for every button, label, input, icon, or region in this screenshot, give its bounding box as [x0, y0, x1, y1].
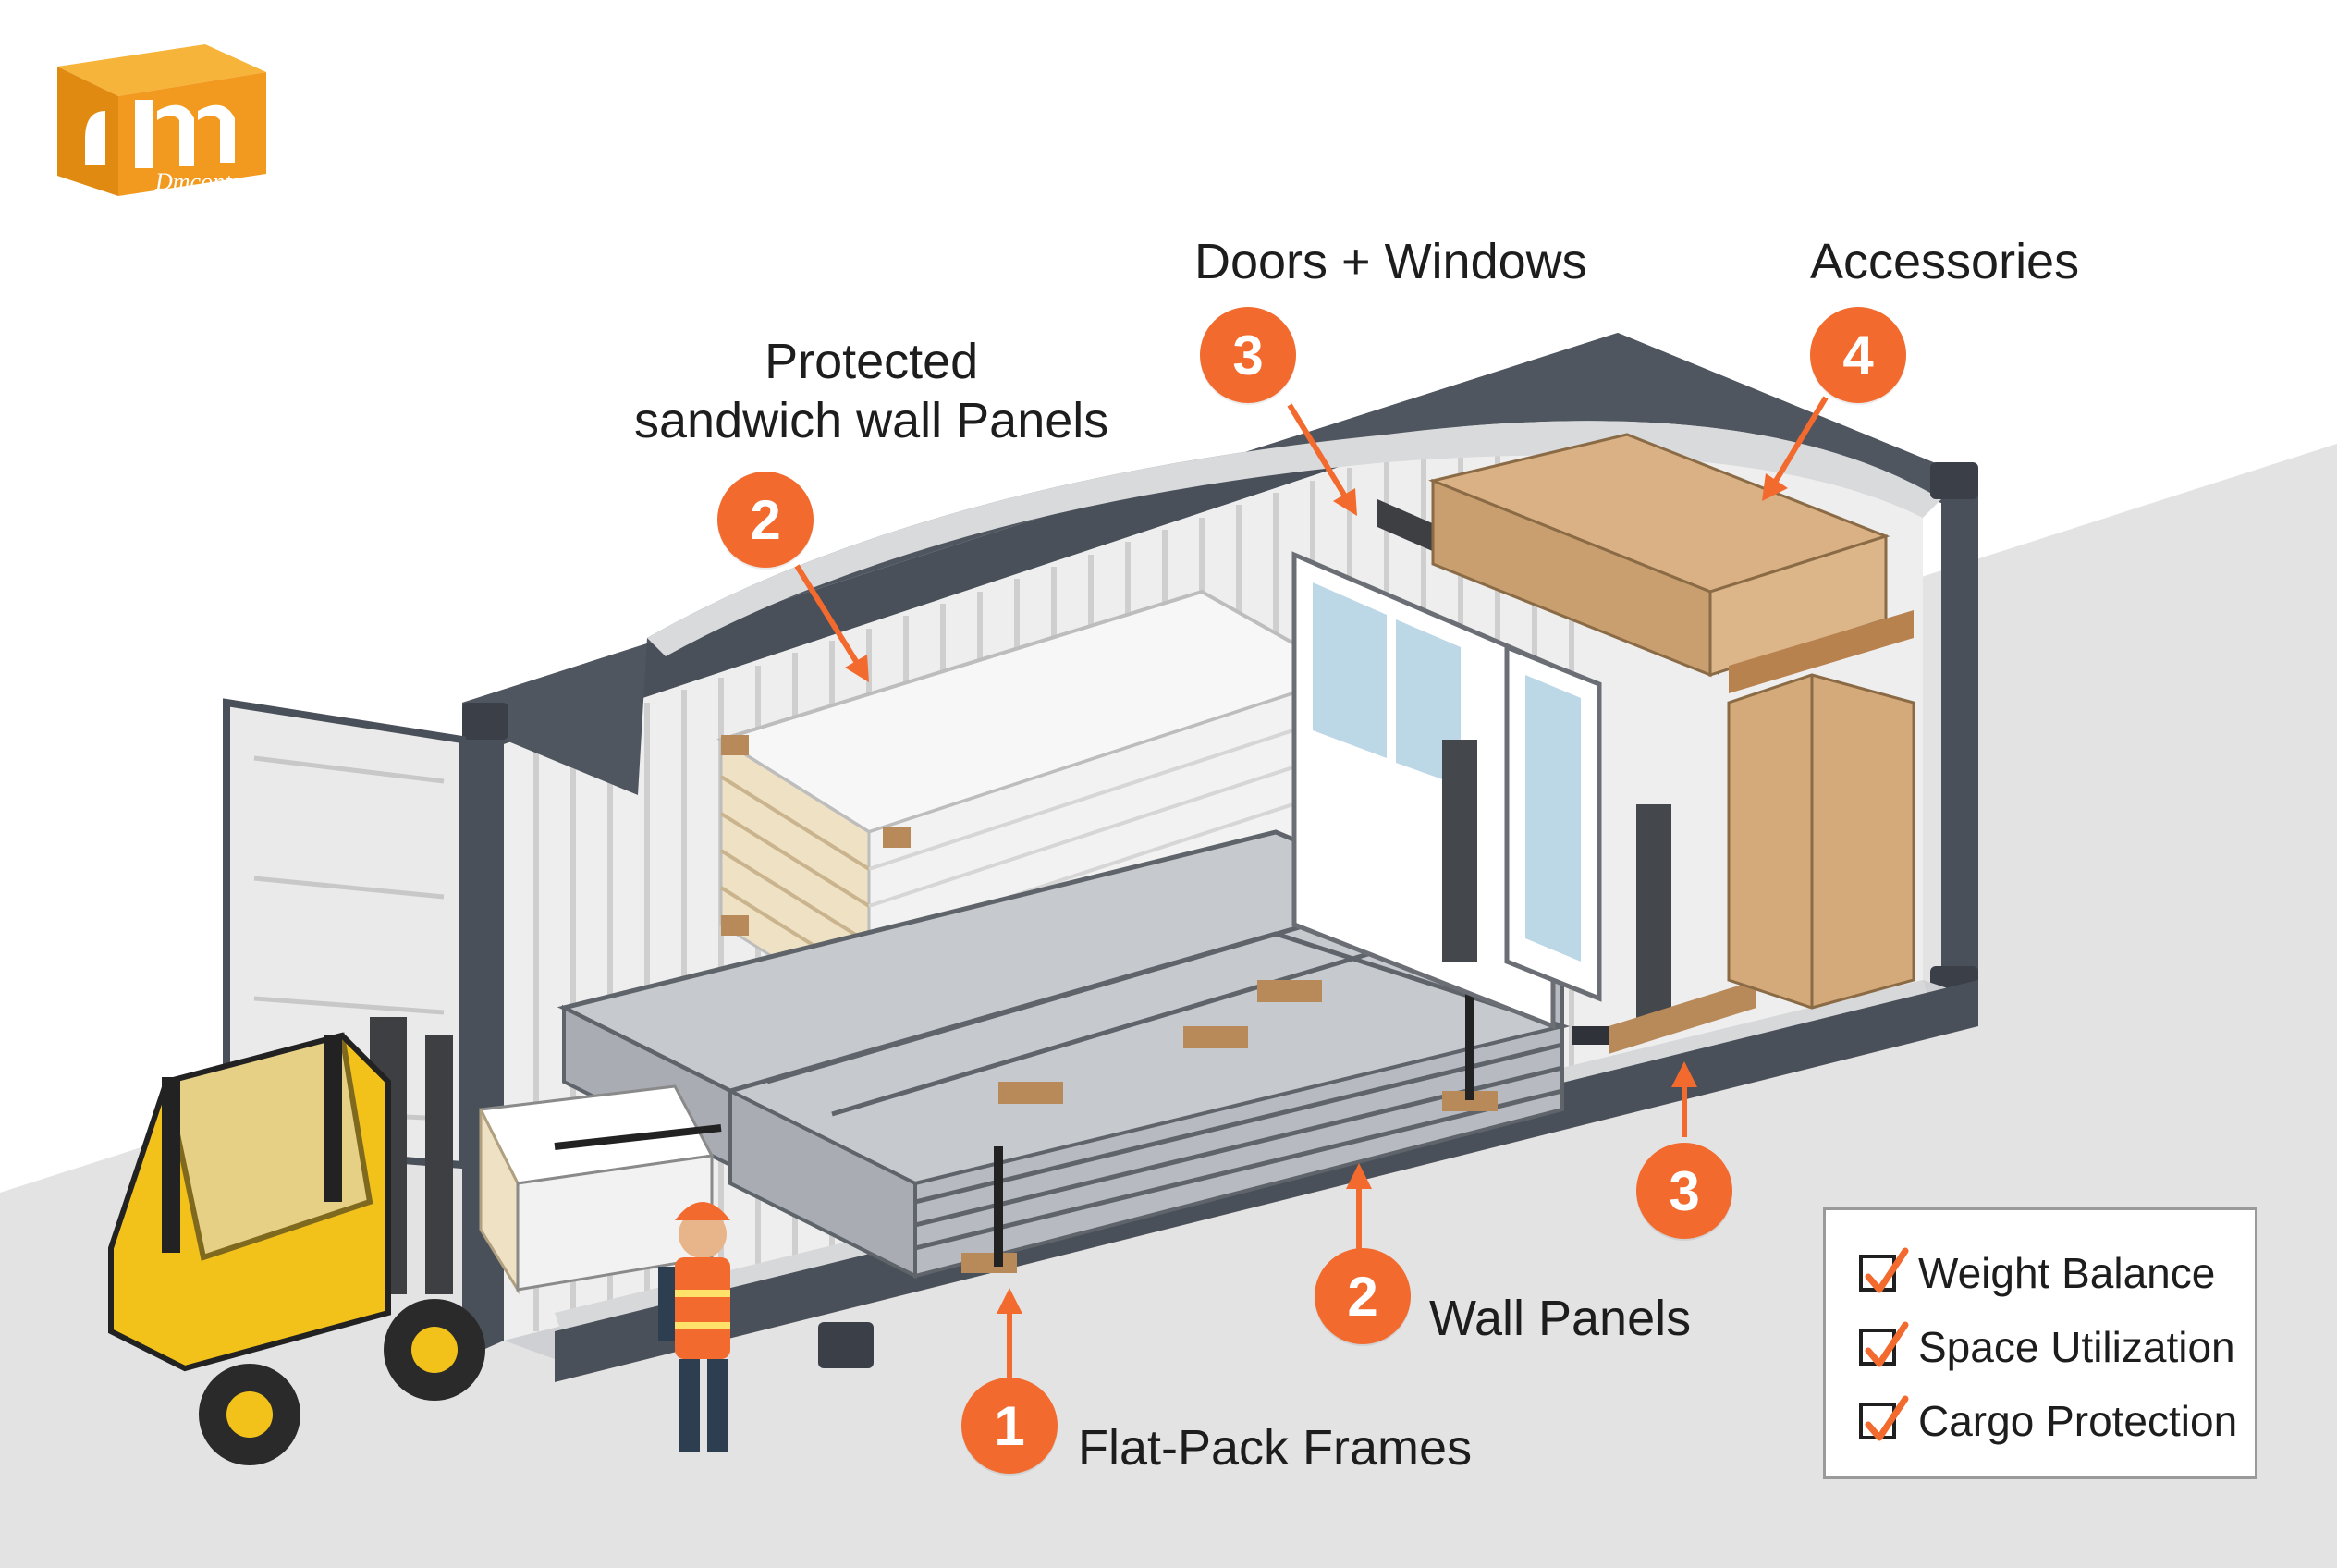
doors-windows-group: [1291, 499, 1756, 1054]
checkbox-checked-icon: [1859, 1321, 1909, 1367]
forklift: [108, 1017, 722, 1465]
checkbox-checked-icon: [1859, 1247, 1909, 1293]
checklist-item-label: Weight Balance: [1918, 1249, 2216, 1297]
checklist-box: Weight Balance Space Utilization Cargo P…: [1823, 1207, 2257, 1479]
checklist-item-label: Space Utilization: [1918, 1323, 2235, 1371]
badge-wall-panels: 2: [1315, 1248, 1411, 1344]
label-wall-panels: Wall Panels: [1429, 1291, 1692, 1346]
label-protected-panels: Protected sandwich wall Panels: [634, 334, 1109, 448]
badge-protected-panels: 2: [717, 472, 814, 568]
label-doors-windows: Doors + Windows: [1194, 234, 1587, 289]
badge-doors-windows: 3: [1200, 307, 1296, 403]
worker-figure: [658, 1202, 730, 1452]
checklist-item: Space Utilization: [1859, 1310, 2255, 1384]
badge-accessories: 4: [1810, 307, 1906, 403]
label-flat-pack-frames: Flat-Pack Frames: [1078, 1420, 1473, 1476]
accessory-boxes: [1428, 433, 1915, 1010]
pointer-arrows: [794, 396, 1829, 1385]
checklist-item: Cargo Protection: [1859, 1384, 2255, 1458]
badge-flat-pack-frames: 1: [961, 1378, 1058, 1474]
checkbox-checked-icon: [1859, 1395, 1909, 1441]
logo-text: Dmcont: [154, 168, 232, 195]
badge-lower-bay: 3: [1636, 1143, 1732, 1239]
dmcont-logo: Dmcont: [57, 44, 266, 196]
label-accessories: Accessories: [1810, 234, 2080, 289]
checklist-item: Weight Balance: [1859, 1236, 2255, 1310]
checklist-item-label: Cargo Protection: [1918, 1397, 2238, 1445]
